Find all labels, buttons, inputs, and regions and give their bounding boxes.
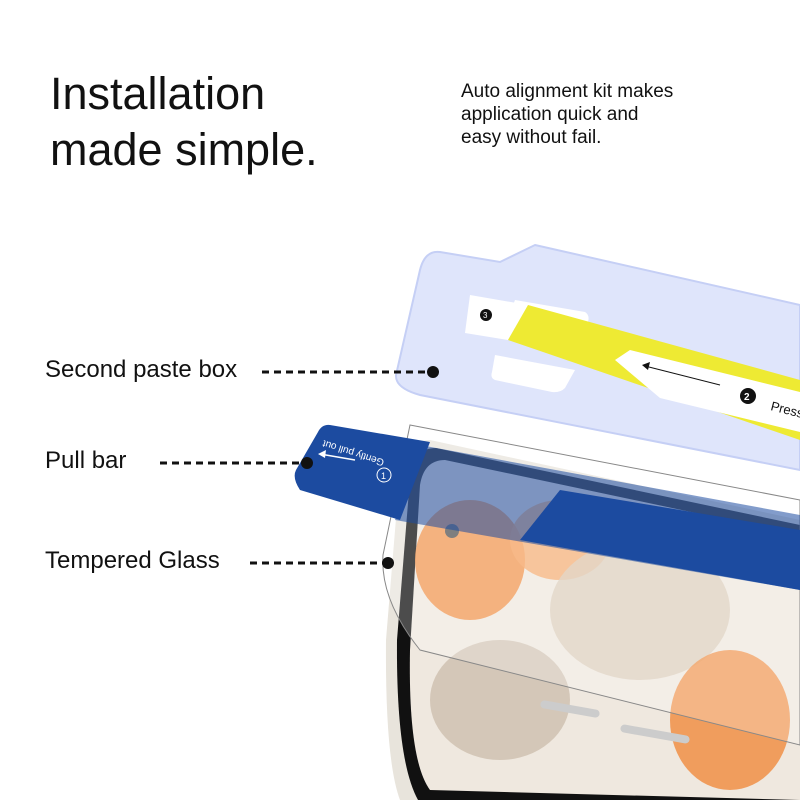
headline: Installation made simple. xyxy=(50,66,318,178)
callout-dot-glass xyxy=(382,557,394,569)
callout-label-pull-bar: Pull bar xyxy=(45,447,127,474)
tray-step2-badge: 2 xyxy=(744,392,750,403)
pull-bar: Gently pull out 1 xyxy=(294,424,800,590)
callout-dot-paste-box xyxy=(427,366,439,378)
callout-dot-pull-bar xyxy=(301,457,313,469)
pull-tab-badge: 1 xyxy=(381,471,386,481)
callout-label-paste-box: Second paste box xyxy=(45,356,238,383)
callout-label-glass: Tempered Glass xyxy=(45,547,220,574)
headline-line-2: made simple. xyxy=(50,124,318,175)
tray-step3-badge: 3 xyxy=(483,311,488,320)
second-paste-box: 2 Press 3 xyxy=(394,243,800,472)
description-line-2: application quick and xyxy=(461,104,639,125)
description: Auto alignment kit makes application qui… xyxy=(461,80,721,149)
description-line-1: Auto alignment kit makes xyxy=(461,81,674,102)
headline-line-1: Installation xyxy=(50,68,266,119)
description-line-3: easy without fail. xyxy=(461,127,602,148)
